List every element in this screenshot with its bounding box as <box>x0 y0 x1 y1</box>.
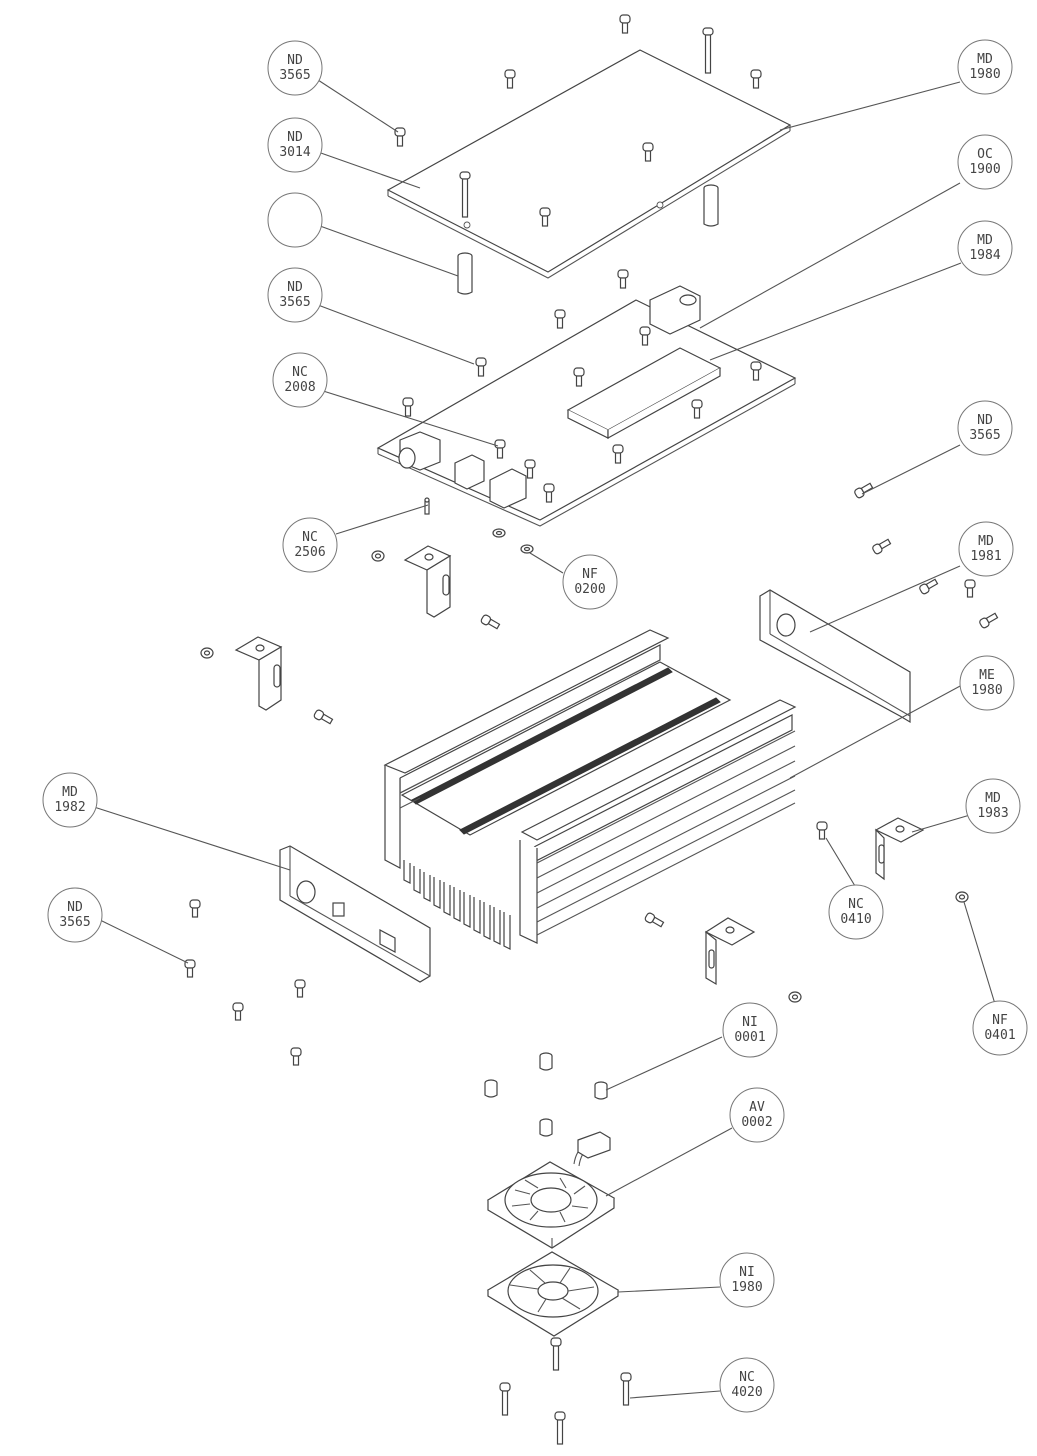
top-cover-plate <box>386 49 792 279</box>
callout-label: ND <box>977 413 993 428</box>
callout-label: ND <box>287 130 303 145</box>
callout-label: NC <box>292 365 308 380</box>
callout-number: 0002 <box>741 1115 772 1130</box>
callout-label: NI <box>739 1265 755 1280</box>
callout-number: 1900 <box>969 162 1000 177</box>
callout-number: 3565 <box>969 428 1000 443</box>
callout-number: 3565 <box>279 295 310 310</box>
heatsink-chassis <box>383 629 797 950</box>
callout-number: 0200 <box>574 582 605 597</box>
callout-number: 1984 <box>969 248 1000 263</box>
fan-standoffs <box>484 1052 608 1137</box>
callout-label: MD <box>977 233 993 248</box>
callout-label: ME <box>979 668 995 683</box>
callout-number: 1980 <box>971 683 1002 698</box>
fan-screws <box>499 1337 632 1445</box>
callout-label: MD <box>62 785 78 800</box>
fan-guard <box>486 1251 620 1337</box>
callout-label: NC <box>302 530 318 545</box>
right-end-plate <box>759 589 911 724</box>
callout-label: ND <box>67 900 83 915</box>
callout-label: MD <box>978 534 994 549</box>
callout-number: 3565 <box>59 915 90 930</box>
washers <box>200 528 969 1003</box>
callout-label: NC <box>739 1370 755 1385</box>
callout-number: 1980 <box>731 1280 762 1295</box>
heatsink-fins <box>403 860 511 950</box>
loose-screws <box>184 482 999 1066</box>
callout-label: ND <box>287 53 303 68</box>
callout-label: AV <box>749 1100 765 1115</box>
top-plate-screws <box>394 14 762 295</box>
mounting-brackets <box>234 545 925 986</box>
left-end-plate <box>279 845 431 983</box>
cooling-fan <box>486 1131 616 1249</box>
callout-number: 2506 <box>294 545 325 560</box>
callout-label: MD <box>977 52 993 67</box>
callout-number: 0401 <box>984 1028 1015 1043</box>
callout-number: 0410 <box>840 912 871 927</box>
callout-label: NC <box>848 897 864 912</box>
callout-label: NF <box>582 567 598 582</box>
callout-label: ND <box>287 280 303 295</box>
leader-lines <box>93 79 996 1399</box>
callout-label: MD <box>985 791 1001 806</box>
callout-number: 2008 <box>284 380 315 395</box>
callout-label: NF <box>992 1013 1008 1028</box>
circuit-board <box>376 285 797 527</box>
callout-number: 4020 <box>731 1385 762 1400</box>
callout-number: 3565 <box>279 68 310 83</box>
callout-blank <box>267 192 323 248</box>
callout-label: OC <box>977 147 993 162</box>
callout-label: NI <box>742 1015 758 1030</box>
callout-number: 1981 <box>970 549 1001 564</box>
callout-number: 3014 <box>279 145 310 160</box>
callout-number: 1982 <box>54 800 85 815</box>
callout-number: 1983 <box>977 806 1008 821</box>
callout-number: 0001 <box>734 1030 765 1045</box>
board-screws <box>402 269 762 515</box>
callout-number: 1980 <box>969 67 1000 82</box>
